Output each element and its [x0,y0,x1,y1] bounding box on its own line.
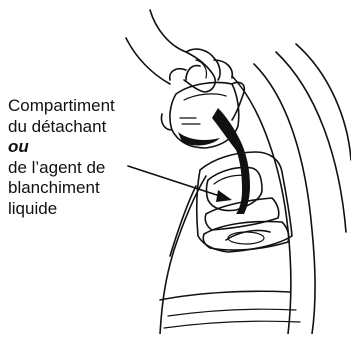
callout-line-or: ou [8,137,168,158]
callout-line-4: de l’agent de [8,158,168,179]
callout-label: Compartiment du détachant ou de l’agent … [8,96,168,219]
callout-line-1: Compartiment [8,96,168,117]
hand-icon [126,10,232,92]
callout-line-5: blanchiment [8,178,168,199]
callout-line-6: liquide [8,199,168,220]
pitcher-icon [161,69,244,148]
callout-line-2: du détachant [8,117,168,138]
